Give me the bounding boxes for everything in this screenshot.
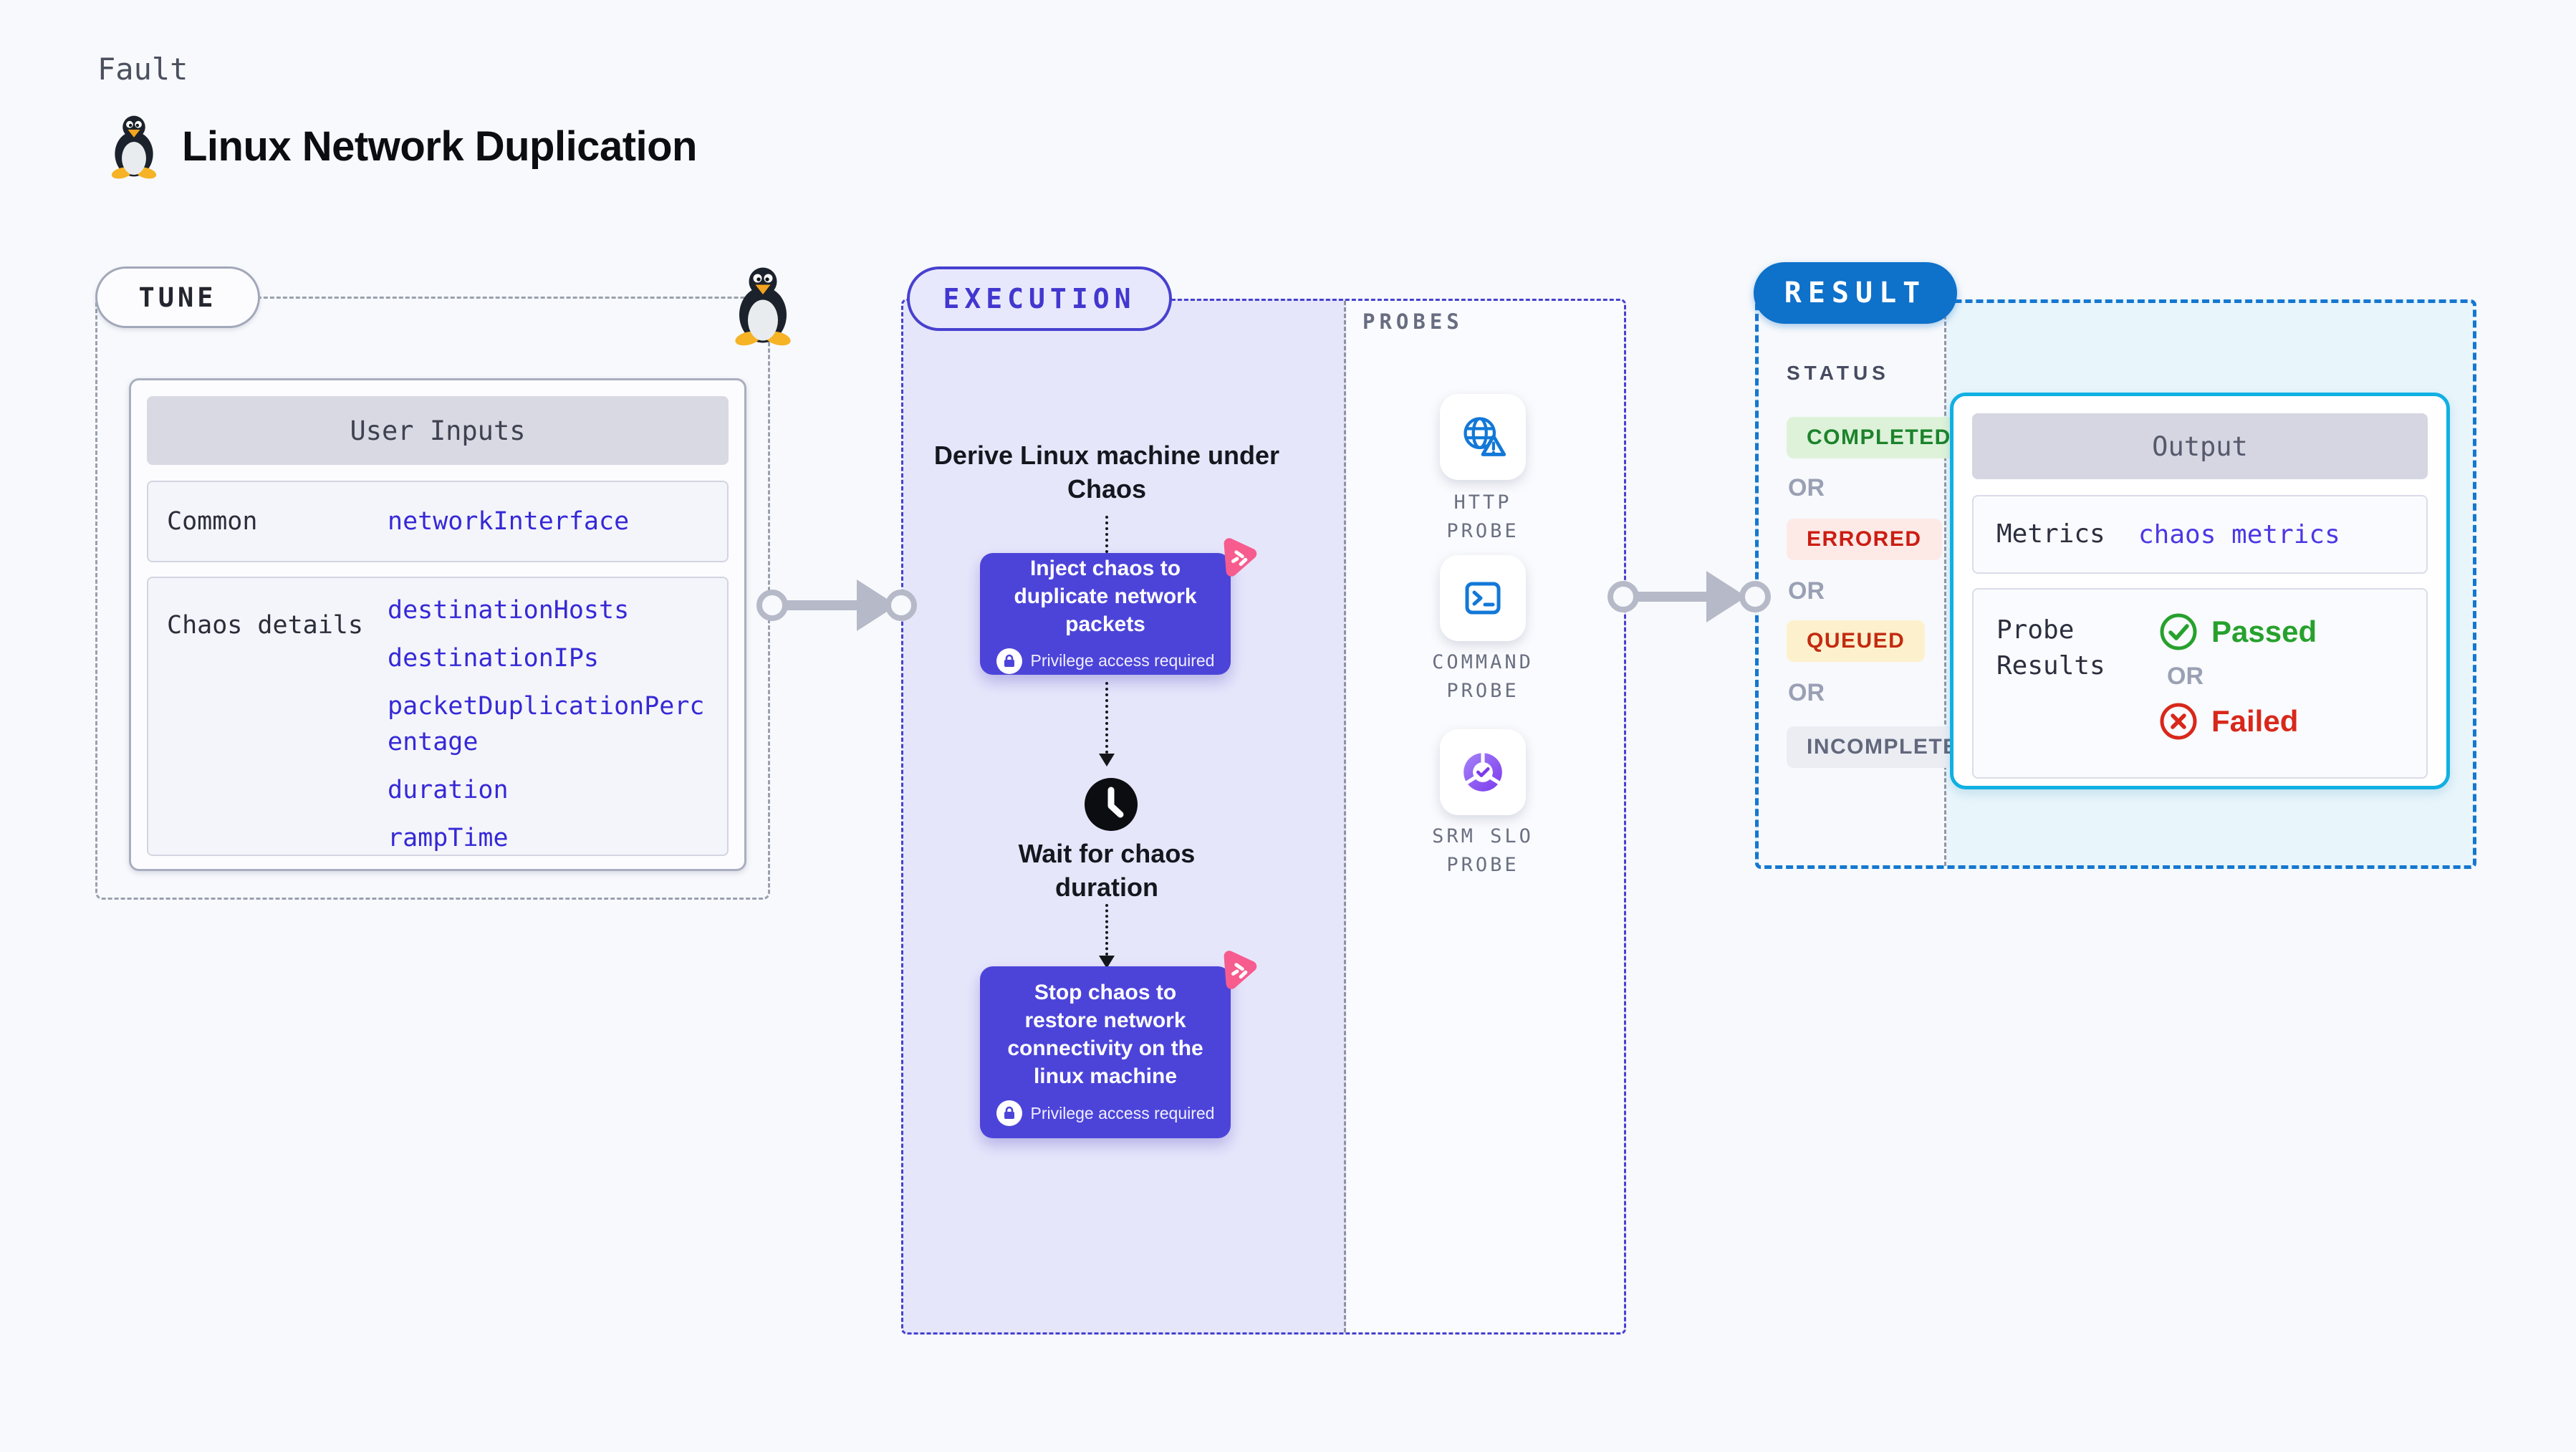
tune-badge: TUNE [95, 266, 260, 328]
flow-connector [1105, 904, 1108, 956]
connector-dot [1739, 581, 1771, 612]
x-circle-icon [2160, 703, 2197, 740]
flow-connector [1105, 516, 1108, 582]
privilege-note: Privilege access required [996, 648, 1215, 674]
connector-dot [885, 590, 917, 621]
output-header: Output [1972, 413, 2428, 479]
clock-icon [1083, 777, 1139, 836]
privilege-note: Privilege access required [996, 1100, 1215, 1126]
failed-label: Failed [2211, 704, 2299, 738]
page-title: Linux Network Duplication [182, 122, 698, 170]
user-inputs-header: User Inputs [147, 396, 729, 465]
execution-to-result-arrow [1632, 592, 1715, 602]
privilege-note-text: Privilege access required [1030, 651, 1215, 670]
lock-icon [996, 1100, 1022, 1126]
value-item: destinationIPs [388, 644, 600, 673]
lock-icon [996, 648, 1022, 674]
value-item: packetDuplicationPercentage [388, 692, 705, 756]
status-badge-errored: ERRORED [1787, 519, 1942, 560]
connector-dot [756, 590, 788, 621]
flow-arrowhead [1099, 956, 1115, 968]
probe-results-row: Probe Results Passed OR Failed [1972, 588, 2428, 779]
srm-slo-probe-card [1440, 729, 1526, 815]
status-column-label: STATUS [1787, 362, 1890, 384]
http-probe-label: HTTP PROBE [1446, 491, 1519, 542]
stop-chaos-step: Stop chaos to restore network connectivi… [980, 966, 1231, 1138]
row-label: Common [167, 507, 258, 536]
status-badge-queued: QUEUED [1787, 620, 1926, 662]
command-probe-icon [1465, 582, 1501, 615]
value-item: rampTime [388, 824, 509, 852]
table-row-common: Common networkInterface [147, 481, 729, 562]
probe-verdicts: Passed OR Failed [2158, 590, 2317, 777]
or-label: OR [1788, 679, 1825, 706]
inject-chaos-step: Inject chaos to duplicate network packet… [980, 553, 1231, 675]
step-title: Stop chaos to restore network connectivi… [1007, 981, 1203, 1088]
check-circle-icon [2160, 613, 2197, 650]
page-title-row: Linux Network Duplication [107, 113, 698, 179]
value-item: duration [388, 776, 509, 804]
or-label: OR [1788, 577, 1825, 605]
privilege-note-text: Privilege access required [1030, 1103, 1215, 1122]
flow-connector [1105, 682, 1108, 754]
srm-slo-probe-label: SRM SLO PROBE [1432, 825, 1534, 876]
row-value: networkInterface [388, 507, 630, 536]
chaos-icon [1210, 531, 1265, 586]
user-inputs-table: User Inputs Common networkInterface Chao… [129, 378, 746, 871]
flow-arrowhead [1099, 754, 1115, 766]
command-probe-label: COMMAND PROBE [1432, 651, 1534, 702]
linux-tux-icon [110, 115, 158, 179]
metrics-row: Metrics chaos metrics [1972, 495, 2428, 574]
passed-label: Passed [2211, 615, 2317, 648]
row-label: Chaos details [167, 611, 363, 640]
http-probe-icon [1464, 417, 1506, 456]
status-badge-completed: COMPLETED [1787, 417, 1971, 458]
or-label: OR [1788, 474, 1825, 501]
http-probe-card [1440, 394, 1526, 480]
value-item: destinationHosts [388, 596, 630, 625]
execution-probes-divider [1344, 301, 1346, 1332]
result-divider [1944, 302, 1946, 866]
result-badge: RESULT [1754, 262, 1957, 324]
metrics-value: chaos metrics [2138, 519, 2340, 549]
output-card: Output Metrics chaos metrics Probe Resul… [1950, 393, 2450, 789]
metrics-label: Metrics [1996, 519, 2105, 549]
derive-step-text: Derive Linux machine under Chaos [933, 441, 1280, 504]
failed-verdict: Failed [2158, 701, 2317, 742]
probes-section-label: PROBES [1363, 309, 1464, 334]
table-row-chaos-details: Chaos details destinationHosts destinati… [147, 577, 729, 856]
chaos-icon [1210, 943, 1265, 999]
or-label: OR [2167, 663, 2203, 690]
wait-step-text: Wait for chaos duration [1018, 839, 1196, 902]
fault-eyebrow-label: Fault [97, 52, 188, 87]
execution-badge: EXECUTION [907, 266, 1172, 331]
command-probe-card [1440, 555, 1526, 641]
tune-to-execution-arrow [781, 600, 867, 610]
passed-verdict: Passed [2158, 611, 2317, 653]
chaos-detail-values: destinationHosts destinationIPs packetDu… [388, 578, 710, 855]
step-title: Inject chaos to duplicate network packet… [1014, 556, 1197, 636]
linux-tux-icon-small [731, 264, 795, 350]
connector-dot [1607, 581, 1639, 612]
srm-slo-probe-icon [1464, 752, 1502, 792]
probe-results-label: Probe Results [1996, 615, 2105, 681]
